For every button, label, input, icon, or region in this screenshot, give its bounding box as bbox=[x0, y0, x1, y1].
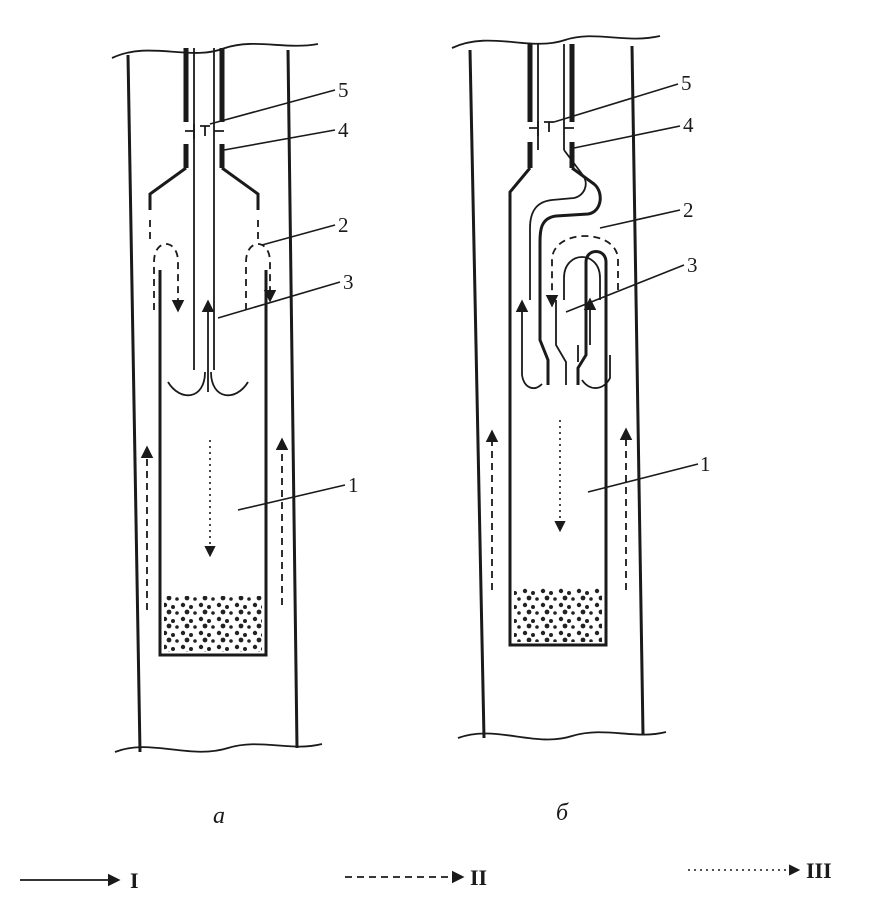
label-3-a: 3 bbox=[343, 270, 354, 294]
casing-bottom-break bbox=[114, 743, 323, 753]
label-3-b: 3 bbox=[687, 253, 698, 277]
label-5-b: 5 bbox=[681, 71, 692, 95]
diagram-a: 5 4 2 3 1 а bbox=[111, 42, 359, 829]
casing-left-wall bbox=[126, 54, 142, 753]
label-4-b: 4 bbox=[683, 113, 694, 137]
valve-b bbox=[529, 121, 574, 136]
valve bbox=[185, 124, 224, 139]
legend-label-II: II bbox=[470, 865, 487, 890]
chamber-a bbox=[158, 270, 268, 657]
caption-b: б bbox=[556, 800, 569, 826]
label-2-a: 2 bbox=[338, 213, 349, 237]
label-4-a: 4 bbox=[338, 118, 349, 142]
casing-top-break bbox=[111, 42, 319, 59]
label-1-b: 1 bbox=[700, 452, 711, 476]
legend-label-III: III bbox=[806, 858, 832, 883]
casing-left-wall-b bbox=[468, 49, 486, 739]
caption-a: а bbox=[213, 803, 225, 829]
legend: I II III bbox=[20, 858, 832, 893]
label-5-a: 5 bbox=[338, 78, 349, 102]
diagram-b: 5 4 2 3 1 б bbox=[451, 35, 711, 826]
chamber-b bbox=[508, 167, 608, 647]
label-1-a: 1 bbox=[348, 473, 359, 497]
gravel-b bbox=[514, 588, 602, 642]
casing-right-wall-b bbox=[630, 45, 645, 735]
label-2-b: 2 bbox=[683, 198, 694, 222]
casing-right-wall bbox=[286, 49, 299, 749]
legend-label-I: I bbox=[130, 868, 139, 893]
gravel-a bbox=[164, 596, 262, 652]
